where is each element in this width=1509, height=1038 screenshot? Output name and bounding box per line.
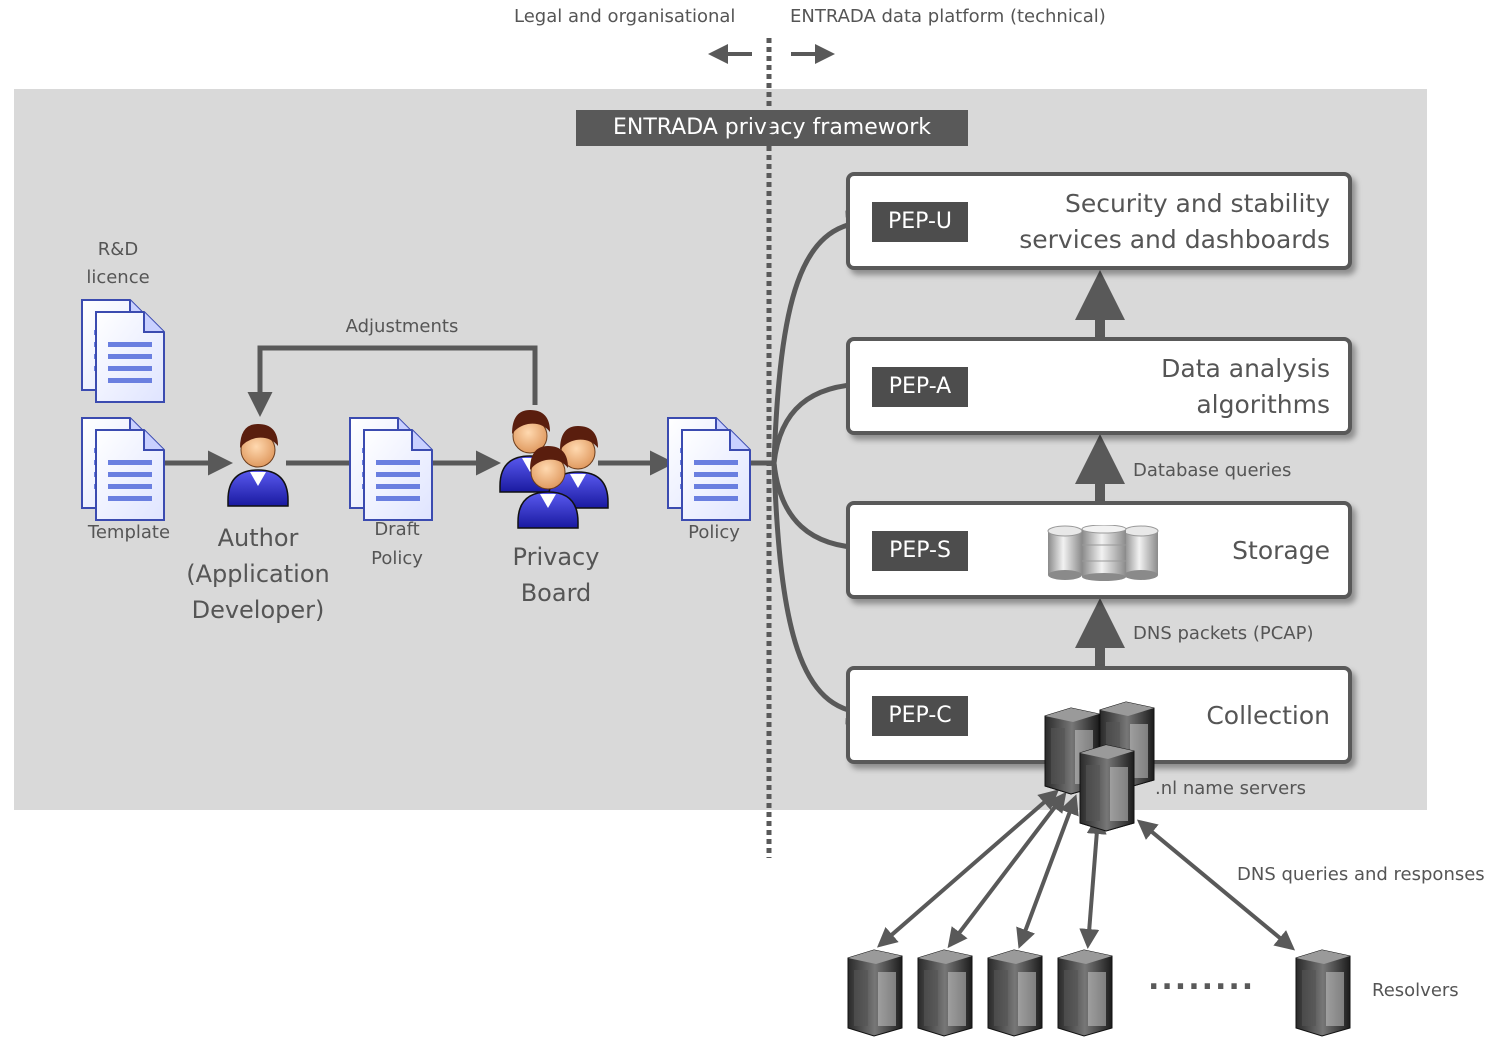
layer-storage: PEP-S Storage	[846, 501, 1352, 599]
pep-u-badge: PEP-U	[872, 202, 968, 242]
layer-collection-title: Collection	[1206, 701, 1330, 730]
database-icon	[1047, 525, 1159, 581]
licence-label: R&D licence	[86, 239, 150, 288]
dns-packets-label: DNS packets (PCAP)	[1133, 623, 1314, 644]
layer-storage-title: Storage	[1232, 536, 1330, 565]
name-servers-label: .nl name servers	[1155, 778, 1306, 799]
database-queries-label: Database queries	[1133, 460, 1292, 481]
pep-a-badge: PEP-A	[872, 367, 968, 407]
draft-policy-label: Draft Policy	[371, 519, 423, 569]
resolvers-ellipsis: ........	[1148, 962, 1256, 997]
policy-label: Policy	[688, 522, 740, 543]
layer-analysis-title: Data analysis algorithms	[1161, 354, 1330, 419]
legal-organisational-label: Legal and organisational	[514, 6, 736, 27]
adjustments-label: Adjustments	[345, 316, 459, 337]
dns-queries-label: DNS queries and responses	[1237, 864, 1485, 885]
template-label: Template	[87, 522, 171, 543]
author-label: Author (Application Developer)	[186, 524, 330, 624]
technical-platform-label: ENTRADA data platform (technical)	[790, 6, 1106, 27]
layer-services: PEP-U Security and stability services an…	[846, 172, 1352, 270]
resolvers-label: Resolvers	[1372, 980, 1459, 1001]
pep-s-badge: PEP-S	[872, 531, 968, 571]
framework-title: ENTRADA privacy framework	[576, 110, 968, 146]
pep-c-badge: PEP-C	[872, 696, 968, 736]
name-servers-icon	[1044, 701, 1155, 832]
privacy-board-label: Privacy Board	[512, 543, 600, 607]
layer-services-title: Security and stability services and dash…	[1019, 189, 1330, 254]
layer-analysis: PEP-A Data analysis algorithms	[846, 337, 1352, 435]
